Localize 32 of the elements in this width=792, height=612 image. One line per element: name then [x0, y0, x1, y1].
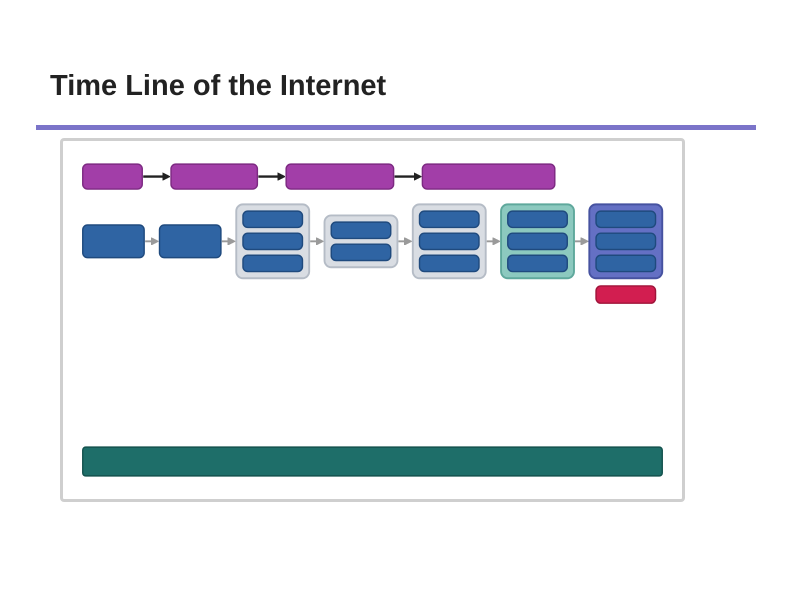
process-box [507, 232, 568, 250]
process-box [418, 254, 480, 272]
slide-title: Time Line of the Internet [50, 70, 386, 103]
arrow [574, 237, 589, 246]
arrow [398, 237, 412, 246]
process-box [242, 232, 304, 250]
process-box [170, 163, 258, 190]
process-box [242, 254, 304, 272]
process-box [242, 210, 304, 228]
process-box [507, 254, 568, 272]
process-box [595, 285, 656, 304]
arrow [310, 237, 324, 246]
process-box [82, 163, 143, 190]
process-box [422, 163, 556, 190]
process-box [418, 232, 480, 250]
process-box [507, 210, 568, 228]
process-box [418, 210, 480, 228]
data-bar [82, 446, 663, 477]
process-box [595, 210, 656, 228]
arrow [486, 237, 500, 246]
arrow [143, 172, 170, 181]
process-box [330, 243, 392, 262]
arrow [222, 237, 236, 246]
process-box [330, 221, 392, 240]
process-box [158, 224, 222, 258]
arrow [394, 172, 422, 181]
arrow [258, 172, 286, 181]
process-box [285, 163, 394, 190]
process-box [595, 232, 656, 250]
arrow [145, 237, 159, 246]
process-box [595, 254, 656, 272]
process-box [82, 224, 145, 258]
